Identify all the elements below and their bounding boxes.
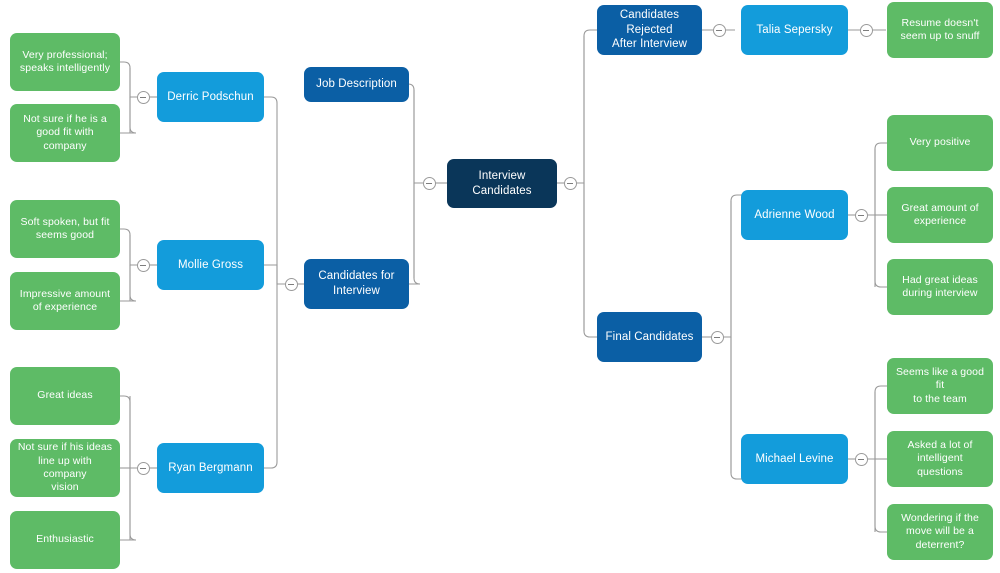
node-label: Candidates for Interview: [318, 270, 395, 297]
link-ryan-note1: [120, 395, 138, 469]
collapse-toggle-icon-michael[interactable]: [855, 453, 868, 466]
link-mollie-note1: [120, 228, 138, 266]
node-ryan-bergmann[interactable]: Ryan Bergmann: [157, 443, 264, 493]
node-talia-sepersky[interactable]: Talia Sepersky: [741, 5, 848, 55]
node-label: Had great ideas during interview: [902, 273, 978, 299]
collapse-toggle-icon-candidates-rejected[interactable]: [713, 24, 726, 37]
link-cfi-mollie: [264, 264, 278, 284]
link-trunk-final: [583, 183, 597, 338]
collapse-toggle-icon-root-right[interactable]: [564, 177, 577, 190]
node-label: Impressive amount of experience: [19, 287, 111, 313]
note-mollie-2[interactable]: Impressive amount of experience: [10, 272, 120, 330]
node-label: Derric Podschun: [167, 90, 254, 103]
link-trunk-candidates-for-interview: [409, 183, 421, 285]
link-mollie-note2: [120, 265, 137, 302]
note-talia-1[interactable]: Resume doesn't seem up to snuff: [887, 2, 993, 58]
node-label: Candidates Rejected After Interview: [612, 8, 687, 51]
link-michael-note1: [866, 385, 887, 460]
note-adrienne-2[interactable]: Great amount of experience: [887, 187, 993, 243]
node-derric-podschun[interactable]: Derric Podschun: [157, 72, 264, 122]
collapse-toggle-icon-talia[interactable]: [860, 24, 873, 37]
node-label: Interview Candidates: [472, 169, 532, 197]
node-adrienne-wood[interactable]: Adrienne Wood: [741, 190, 848, 240]
collapse-toggle-icon-ryan[interactable]: [137, 462, 150, 475]
note-adrienne-3[interactable]: Had great ideas during interview: [887, 259, 993, 315]
node-interview-candidates[interactable]: Interview Candidates: [447, 159, 557, 208]
node-label: Great ideas: [37, 389, 93, 402]
note-michael-2[interactable]: Asked a lot of intelligent questions: [887, 431, 993, 487]
node-label: Not sure if he is a good fit with compan…: [23, 112, 107, 152]
node-label: Soft spoken, but fit seems good: [20, 215, 110, 241]
node-label: Job Description: [316, 78, 397, 91]
note-michael-1[interactable]: Seems like a good fit to the team: [887, 358, 993, 414]
node-mollie-gross[interactable]: Mollie Gross: [157, 240, 264, 290]
node-label: Adrienne Wood: [754, 208, 835, 221]
node-label: Talia Sepersky: [756, 23, 833, 36]
collapse-toggle-icon-adrienne[interactable]: [855, 209, 868, 222]
node-label: Ryan Bergmann: [168, 461, 253, 474]
node-label: Great amount of experience: [901, 201, 979, 227]
note-michael-3[interactable]: Wondering if the move will be a deterren…: [887, 504, 993, 560]
note-derric-2[interactable]: Not sure if he is a good fit with compan…: [10, 104, 120, 162]
node-label: Asked a lot of intelligent questions: [907, 438, 973, 478]
link-trunk-job-description: [407, 83, 423, 184]
collapse-toggle-icon-root-left[interactable]: [423, 177, 436, 190]
node-label: Resume doesn't seem up to snuff: [900, 16, 980, 42]
link-adrienne-note3: [874, 215, 887, 288]
note-mollie-1[interactable]: Soft spoken, but fit seems good: [10, 200, 120, 258]
node-job-description[interactable]: Job Description: [304, 67, 409, 102]
link-cfi-derric: [264, 96, 286, 285]
link-ryan-note3: [120, 468, 137, 541]
node-label: Michael Levine: [755, 452, 834, 465]
node-michael-levine[interactable]: Michael Levine: [741, 434, 848, 484]
collapse-toggle-icon-mollie[interactable]: [137, 259, 150, 272]
node-label: Very positive: [909, 136, 971, 149]
note-adrienne-1[interactable]: Very positive: [887, 115, 993, 171]
link-adrienne-note1: [866, 142, 887, 216]
link-michael-note3: [874, 459, 887, 533]
node-candidates-rejected-after-interview[interactable]: Candidates Rejected After Interview: [597, 5, 702, 55]
link-final-adrienne: [722, 194, 743, 338]
node-final-candidates[interactable]: Final Candidates: [597, 312, 702, 362]
note-ryan-1[interactable]: Great ideas: [10, 367, 120, 425]
link-derric-note1: [120, 61, 138, 98]
node-label: Seems like a good fit to the team: [895, 365, 985, 405]
note-ryan-3[interactable]: Enthusiastic: [10, 511, 120, 569]
link-cfi-ryan: [264, 284, 278, 469]
node-candidates-for-interview[interactable]: Candidates for Interview: [304, 259, 409, 309]
node-label: Mollie Gross: [177, 258, 244, 271]
link-trunk-rejected: [575, 29, 597, 184]
collapse-toggle-icon-derric[interactable]: [137, 91, 150, 104]
note-derric-1[interactable]: Very professional; speaks intelligently: [10, 33, 120, 91]
node-label: Not sure if his ideas line up with compa…: [17, 441, 113, 494]
node-label: Wondering if the move will be a deterren…: [901, 511, 979, 551]
collapse-toggle-icon-final-candidates[interactable]: [711, 331, 724, 344]
note-ryan-2[interactable]: Not sure if his ideas line up with compa…: [10, 439, 120, 497]
collapse-toggle-icon-candidates-for-interview[interactable]: [285, 278, 298, 291]
link-derric-note2: [120, 97, 137, 134]
node-label: Enthusiastic: [36, 533, 94, 546]
node-label: Final Candidates: [605, 330, 694, 343]
node-label: Very professional; speaks intelligently: [19, 48, 111, 74]
